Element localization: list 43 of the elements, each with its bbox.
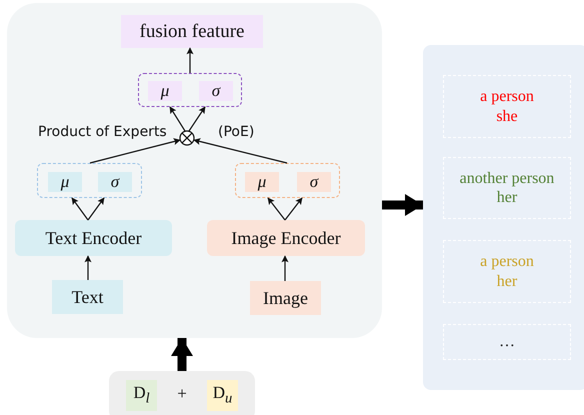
dataset-label: D$_{l}$ — [126, 380, 157, 411]
parameter-label: σ — [297, 172, 331, 192]
operation-label: (PoE) — [218, 124, 254, 140]
dataset-box — [109, 371, 255, 415]
encoder-box: Text Encoder — [15, 220, 172, 256]
arrow — [284, 197, 302, 220]
arrow — [186, 47, 194, 73]
block-arrow — [382, 196, 423, 214]
arrow — [90, 138, 181, 164]
arrow — [282, 255, 288, 281]
mention-text: her — [496, 188, 518, 208]
block-arrow — [173, 338, 191, 371]
group-box — [138, 73, 242, 107]
arrow — [170, 106, 186, 132]
mention-text: a person — [480, 87, 534, 106]
mention-text: her — [496, 272, 518, 291]
parameter-label: σ — [98, 172, 132, 192]
output-label: fusion feature — [121, 15, 263, 48]
arrow — [188, 106, 206, 132]
input-label: Image — [250, 281, 321, 315]
group-box — [37, 163, 142, 198]
arrow — [88, 197, 104, 220]
mention-text: a person — [480, 252, 534, 272]
arrow — [72, 197, 88, 220]
arrow — [193, 138, 288, 164]
mention-box: … — [443, 324, 571, 360]
panel-background — [7, 3, 382, 338]
plus-sign: + — [177, 384, 187, 404]
input-label: Text — [52, 280, 123, 314]
parameter-label: μ — [148, 81, 182, 101]
product-symbol — [179, 130, 195, 146]
mention-text: she — [496, 106, 518, 126]
parameter-label: μ — [48, 172, 82, 192]
arrow — [84, 255, 92, 280]
encoder-box: Image Encoder — [207, 220, 365, 256]
mention-text: another person — [460, 168, 554, 188]
dataset-label: D$_{u}$ — [207, 380, 238, 411]
parameter-label: μ — [245, 172, 279, 192]
arrow — [268, 197, 286, 220]
parameter-label: σ — [199, 81, 233, 101]
group-box — [235, 163, 340, 198]
panel-background — [423, 45, 584, 390]
operation-label: Product of Experts — [38, 124, 167, 140]
